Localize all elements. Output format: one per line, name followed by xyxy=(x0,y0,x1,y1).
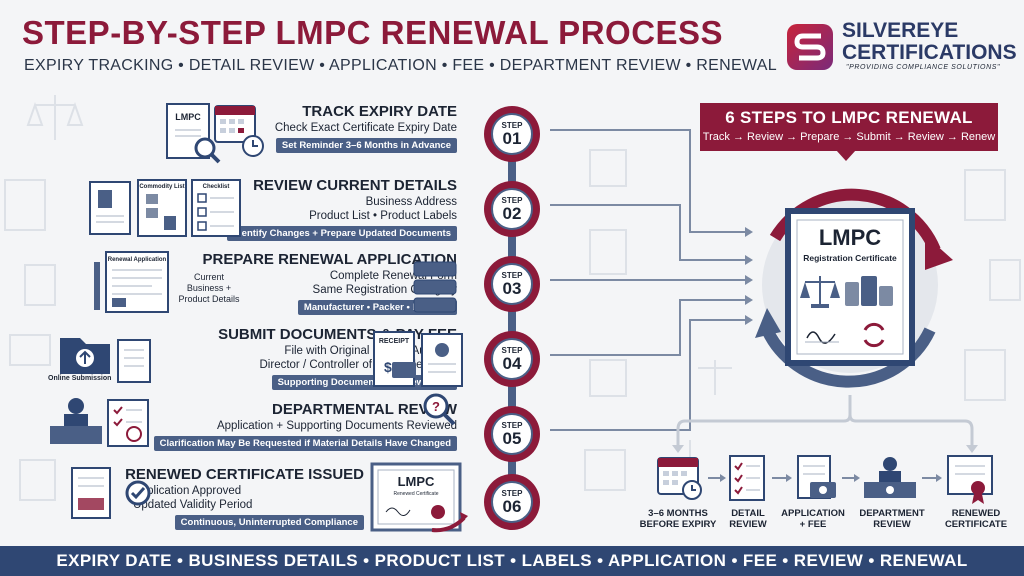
step-tag: Identify Changes + Prepare Updated Docum… xyxy=(227,226,457,241)
svg-text:$: $ xyxy=(384,359,392,375)
flow-bracket xyxy=(672,395,978,453)
step-icon-text: Commodity List xyxy=(139,184,184,190)
step-label: STEP xyxy=(501,195,523,205)
brand-tagline: "PROVIDING COMPLIANCE SOLUTIONS" xyxy=(846,64,1001,71)
calendar-clock-icon: LMPC xyxy=(166,103,264,164)
magnifier-question-icon: ? xyxy=(423,393,456,426)
receipt-card-icon: RECEIPT $ xyxy=(373,331,463,387)
summary-flow: Track → Review → Prepare → Submit → Revi… xyxy=(702,131,996,143)
database-stack-icon xyxy=(413,261,457,313)
step-label: STEP xyxy=(501,270,523,280)
step-number: 05 xyxy=(502,428,522,448)
step-label: STEP xyxy=(501,120,523,130)
step-icon-subtext: Renewed Certificate xyxy=(393,491,438,497)
step-heading: RENEWED CERTIFICATE ISSUED xyxy=(125,466,364,483)
step-6-text: RENEWED CERTIFICATE ISSUED Application A… xyxy=(125,466,364,530)
award-certificate-icon xyxy=(947,455,993,504)
banner-pointer xyxy=(836,150,856,161)
step-heading: REVIEW CURRENT DETAILS xyxy=(253,177,457,194)
brand-name: SILVEREYE CERTIFICATIONS xyxy=(842,19,1017,64)
fee-document-icon xyxy=(797,455,836,499)
brand-logo-icon xyxy=(787,24,833,70)
checkmark-circle-icon xyxy=(125,480,151,506)
background-decor xyxy=(4,95,1021,501)
step-5-text: DEPARTMENTAL REVIEW Application + Suppor… xyxy=(153,401,457,451)
renewed-certificate-icon: LMPC Renewed Certificate xyxy=(370,462,468,533)
page-title: STEP-BY-STEP LMPC RENEWAL PROCESS xyxy=(22,14,724,51)
step-icon-text: Renewal Application xyxy=(108,257,167,263)
summary-title: 6 STEPS TO LMPC RENEWAL xyxy=(725,108,973,127)
step-label: STEP xyxy=(501,345,523,355)
step-number: 06 xyxy=(502,496,522,516)
step-tag: Set Reminder 3–6 Months in Advance xyxy=(275,138,457,153)
upload-receipt-icon xyxy=(60,338,151,383)
step-icon-text: LMPC xyxy=(398,474,435,489)
step-2-text: REVIEW CURRENT DETAILS Business Address … xyxy=(227,177,457,241)
step-label: STEP xyxy=(501,420,523,430)
officer-desk-icon xyxy=(864,457,916,498)
calendar-icon xyxy=(657,457,702,500)
svg-text:?: ? xyxy=(432,399,440,414)
step-tag: Continuous, Uninterrupted Compliance xyxy=(174,515,364,530)
certificate-title: LMPC xyxy=(818,225,882,250)
checklist-icon xyxy=(729,455,765,501)
step-detail: Check Exact Certificate Expiry Date xyxy=(274,122,457,134)
step-number: 03 xyxy=(502,278,522,298)
flow-label-application: APPLICATION+ FEE xyxy=(781,508,845,530)
step-icon-text: LMPC xyxy=(175,112,201,122)
step-icon-text: Checklist xyxy=(203,184,230,190)
summary-banner: 6 STEPS TO LMPC RENEWAL Track → Review →… xyxy=(700,103,998,151)
step-detail: Business Address xyxy=(365,196,457,208)
step-detail: Application Approved xyxy=(133,485,242,497)
step-number: 01 xyxy=(502,128,522,148)
renewal-cycle-graphic xyxy=(755,188,953,388)
step-heading: DEPARTMENTAL REVIEW xyxy=(271,401,457,418)
certificate-check-icon xyxy=(71,467,111,519)
receipt-text: RECEIPT xyxy=(379,338,410,345)
form-database-icon: Renewal Application xyxy=(94,251,169,313)
step-detail: Updated Validity Period xyxy=(133,499,253,511)
footer-bar: EXPIRY DATE • BUSINESS DETAILS • PRODUCT… xyxy=(0,546,1024,576)
step-number: 02 xyxy=(502,203,522,223)
certificate-contents-icon xyxy=(800,276,893,350)
step-tag: Clarification May Be Requested if Materi… xyxy=(153,436,457,451)
flow-icons xyxy=(657,455,993,504)
step-detail: Application + Supporting Documents Revie… xyxy=(216,420,457,432)
documents-checklist-icon: Commodity List Checklist xyxy=(89,179,241,237)
officer-review-icon xyxy=(50,398,149,447)
step-detail: Product List • Product Labels xyxy=(309,210,457,222)
page-subtitle: EXPIRY TRACKING • DETAIL REVIEW • APPLIC… xyxy=(24,57,777,74)
step-number: 04 xyxy=(502,353,522,373)
certificate-subtitle: Registration Certificate xyxy=(803,253,897,263)
step-label: STEP xyxy=(501,488,523,498)
online-submission-label: Online Submission xyxy=(48,375,112,382)
step-heading: TRACK EXPIRY DATE xyxy=(302,103,457,120)
step-heading: PREPARE RENEWAL APPLICATION xyxy=(202,251,457,268)
step-1-text: TRACK EXPIRY DATE Check Exact Certificat… xyxy=(275,103,457,153)
